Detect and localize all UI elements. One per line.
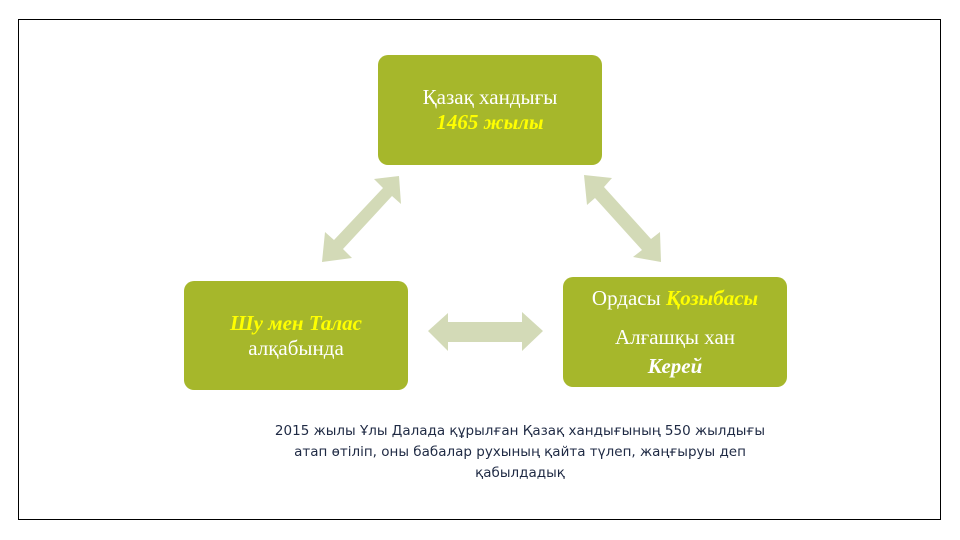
caption-line-2: атап өтіліп, оны бабалар рухының қайта т… xyxy=(294,444,746,460)
caption-text: 2015 жылы Ұлы Далада құрылған Қазақ ханд… xyxy=(240,421,800,484)
caption-line-3: қабылдадық xyxy=(475,465,565,481)
box-right-horde-prefix: Ордасы xyxy=(591,285,661,310)
horde-box: Ордасы Қозыбасы Алғашқы хан Керей xyxy=(563,277,787,387)
box-right-khan-name: Керей xyxy=(647,353,703,378)
shu-talas-box: Шу мен Талас алқабында xyxy=(184,281,408,390)
box-right-horde-name: Қозыбасы xyxy=(665,285,759,310)
box-left-place: Шу мен Талас xyxy=(230,310,362,335)
top-right-double-arrow-icon xyxy=(584,175,661,262)
left-right-double-arrow-icon xyxy=(428,312,543,351)
box-right-first-khan-label: Алғашқы хан xyxy=(614,324,736,349)
box-left-suffix: алқабында xyxy=(248,335,344,360)
top-left-double-arrow-icon xyxy=(322,176,401,262)
box-top-year: 1465 жылы xyxy=(436,110,544,134)
slide-frame xyxy=(18,19,941,520)
box-right-horde-line: Ордасы Қозыбасы xyxy=(592,286,758,311)
kazakh-khanate-box: Қазақ хандығы 1465 жылы xyxy=(378,55,602,165)
box-top-title: Қазақ хандығы xyxy=(422,85,558,109)
caption-line-1: 2015 жылы Ұлы Далада құрылған Қазақ ханд… xyxy=(274,423,766,439)
